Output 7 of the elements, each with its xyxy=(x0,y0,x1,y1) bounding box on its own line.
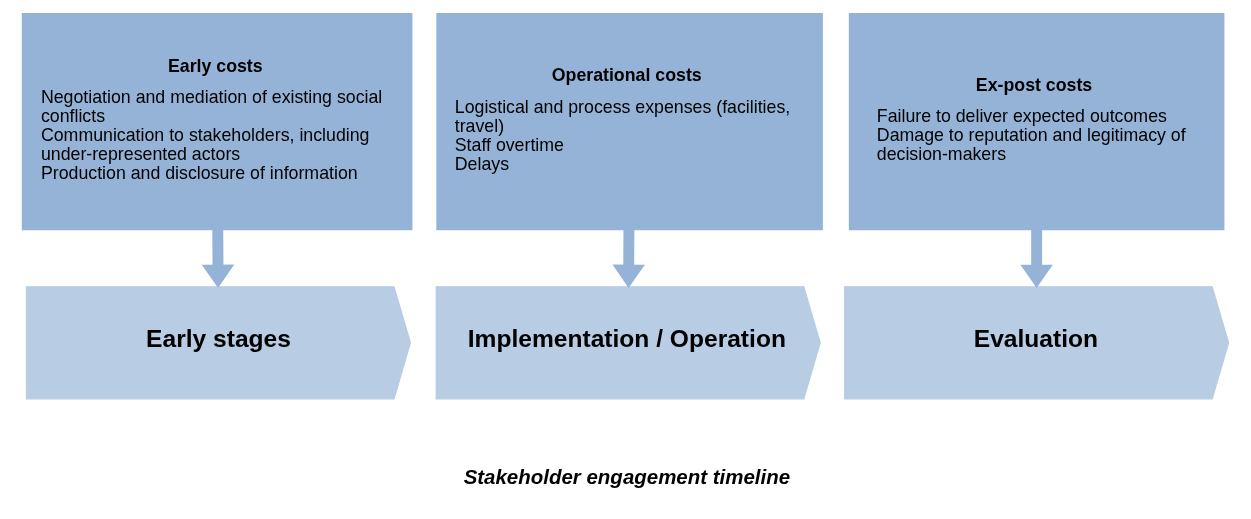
arrow xyxy=(612,229,645,288)
label: Stakeholder engagement timeline xyxy=(463,465,791,489)
arrow xyxy=(201,229,235,288)
node-box: Early costs Negotiation and mediation of existing social conflicts Communication to stakeholders, including under-represented actors Production and disclosure of information xyxy=(21,12,413,231)
node-box: Operational costs Logistical and process expenses (facilities, travel) Staff overtime Delays xyxy=(436,12,823,231)
arrow xyxy=(1020,229,1053,288)
node-box: Ex-post costs Failure to deliver expected outcomes Damage to reputation and legitimacy of decision-makers xyxy=(848,12,1225,231)
